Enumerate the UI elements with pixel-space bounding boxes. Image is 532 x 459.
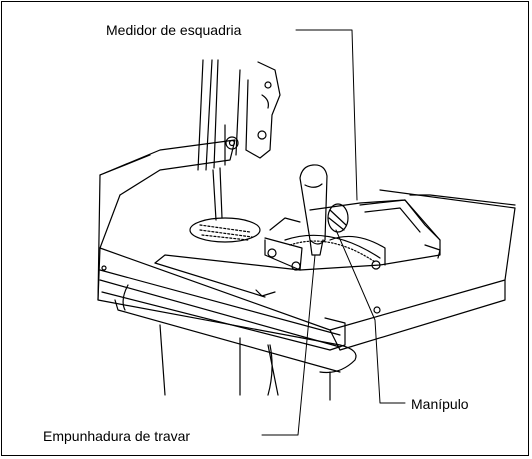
blade-guide-column xyxy=(197,59,281,221)
throat-plate xyxy=(189,217,261,243)
front-rail xyxy=(99,269,357,401)
knob xyxy=(327,203,349,233)
stand xyxy=(159,324,279,396)
lock-handle xyxy=(299,164,328,256)
label-miter-gauge: Medidor de esquadria xyxy=(106,22,242,38)
label-knob: Manípulo xyxy=(411,396,469,412)
leader-lines xyxy=(261,29,406,436)
miter-gauge-body xyxy=(264,199,441,271)
saw-table xyxy=(97,139,516,351)
label-lock-handle: Empunhadura de travar xyxy=(43,428,191,444)
